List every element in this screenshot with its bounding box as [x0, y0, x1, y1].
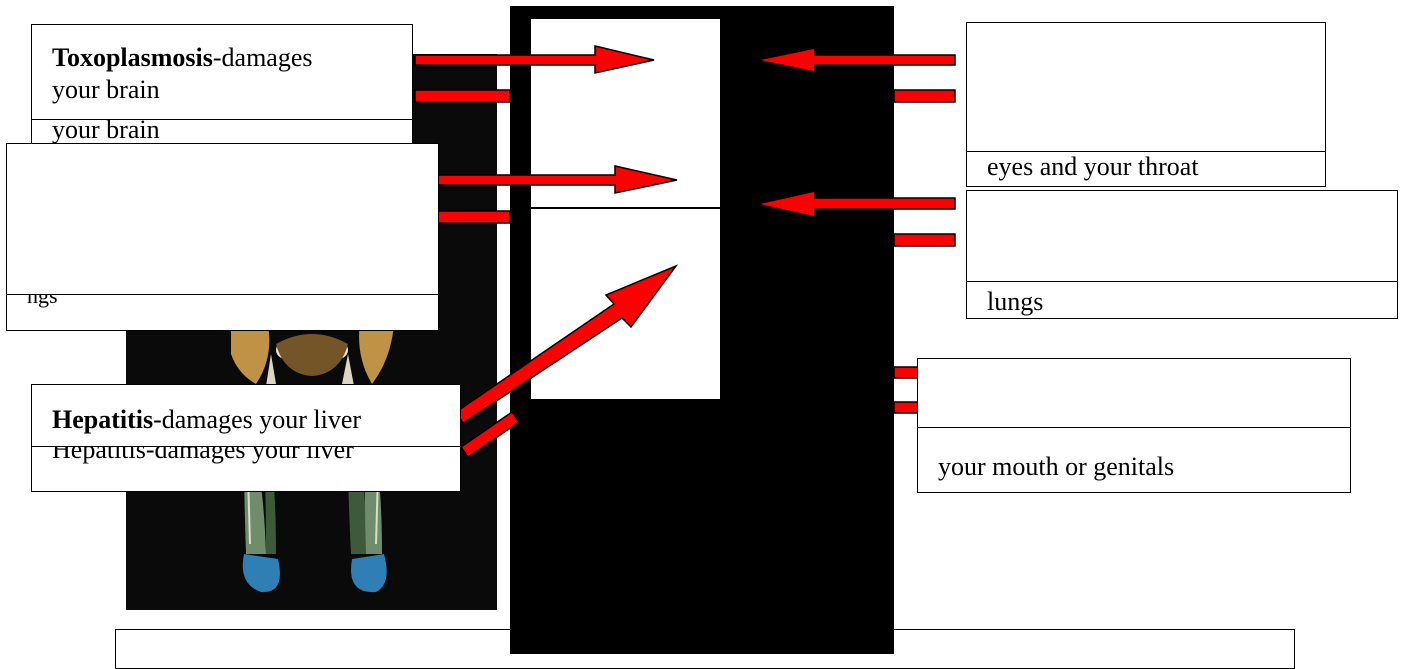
toxoplasmosis-duplicate: your brain: [31, 119, 413, 145]
arrow-left-1: [756, 47, 956, 73]
arrow-diagonal-stub: [459, 410, 521, 459]
right-bottom-duplicate: your mouth or genitals: [917, 427, 1351, 493]
right-middle-text: lungs: [987, 287, 1044, 316]
right-top-text: eyes and your throat: [987, 152, 1199, 181]
arrow-right-2: [437, 165, 678, 194]
center-divider: [531, 207, 720, 209]
arrow-stub-4: [893, 233, 956, 247]
arrow-stub-2: [437, 210, 511, 224]
hepatitis-duplicate: Hepatitis-damages your liver: [31, 446, 461, 492]
toxoplasmosis-text: Toxoplasmosis-damages: [52, 43, 313, 72]
hepatitis-box: Hepatitis-damages your liver: [31, 384, 461, 447]
toxoplasmosis-box: Toxoplasmosis-damages your brain: [31, 24, 413, 120]
toxoplasmosis-duplicate-text: your brain: [52, 119, 160, 144]
left-middle-box: [6, 143, 439, 295]
arrow-stub-3: [893, 89, 956, 103]
arrow-stub-1: [414, 89, 511, 103]
right-middle-duplicate: lungs: [966, 281, 1398, 319]
left-middle-fragment: ngs: [27, 294, 58, 308]
right-middle-box: [966, 190, 1398, 282]
arrow-diagonal-1: [454, 264, 679, 425]
hepatitis-duplicate-text: Hepatitis-damages your liver: [52, 446, 354, 464]
center-panel-bottom: [510, 628, 894, 654]
right-top-box: [966, 22, 1326, 152]
right-bottom-text: your mouth or genitals: [938, 452, 1175, 481]
toxoplasmosis-text-line2: your brain: [52, 75, 160, 104]
hepatitis-text: Hepatitis-damages your liver: [52, 405, 362, 434]
right-top-duplicate: eyes and your throat: [966, 151, 1326, 187]
arrow-right-1: [414, 45, 655, 74]
left-middle-duplicate: ngs: [6, 294, 439, 331]
arrow-left-2: [756, 190, 956, 218]
right-bottom-box: [917, 358, 1351, 428]
arrows-layer: [414, 45, 956, 459]
